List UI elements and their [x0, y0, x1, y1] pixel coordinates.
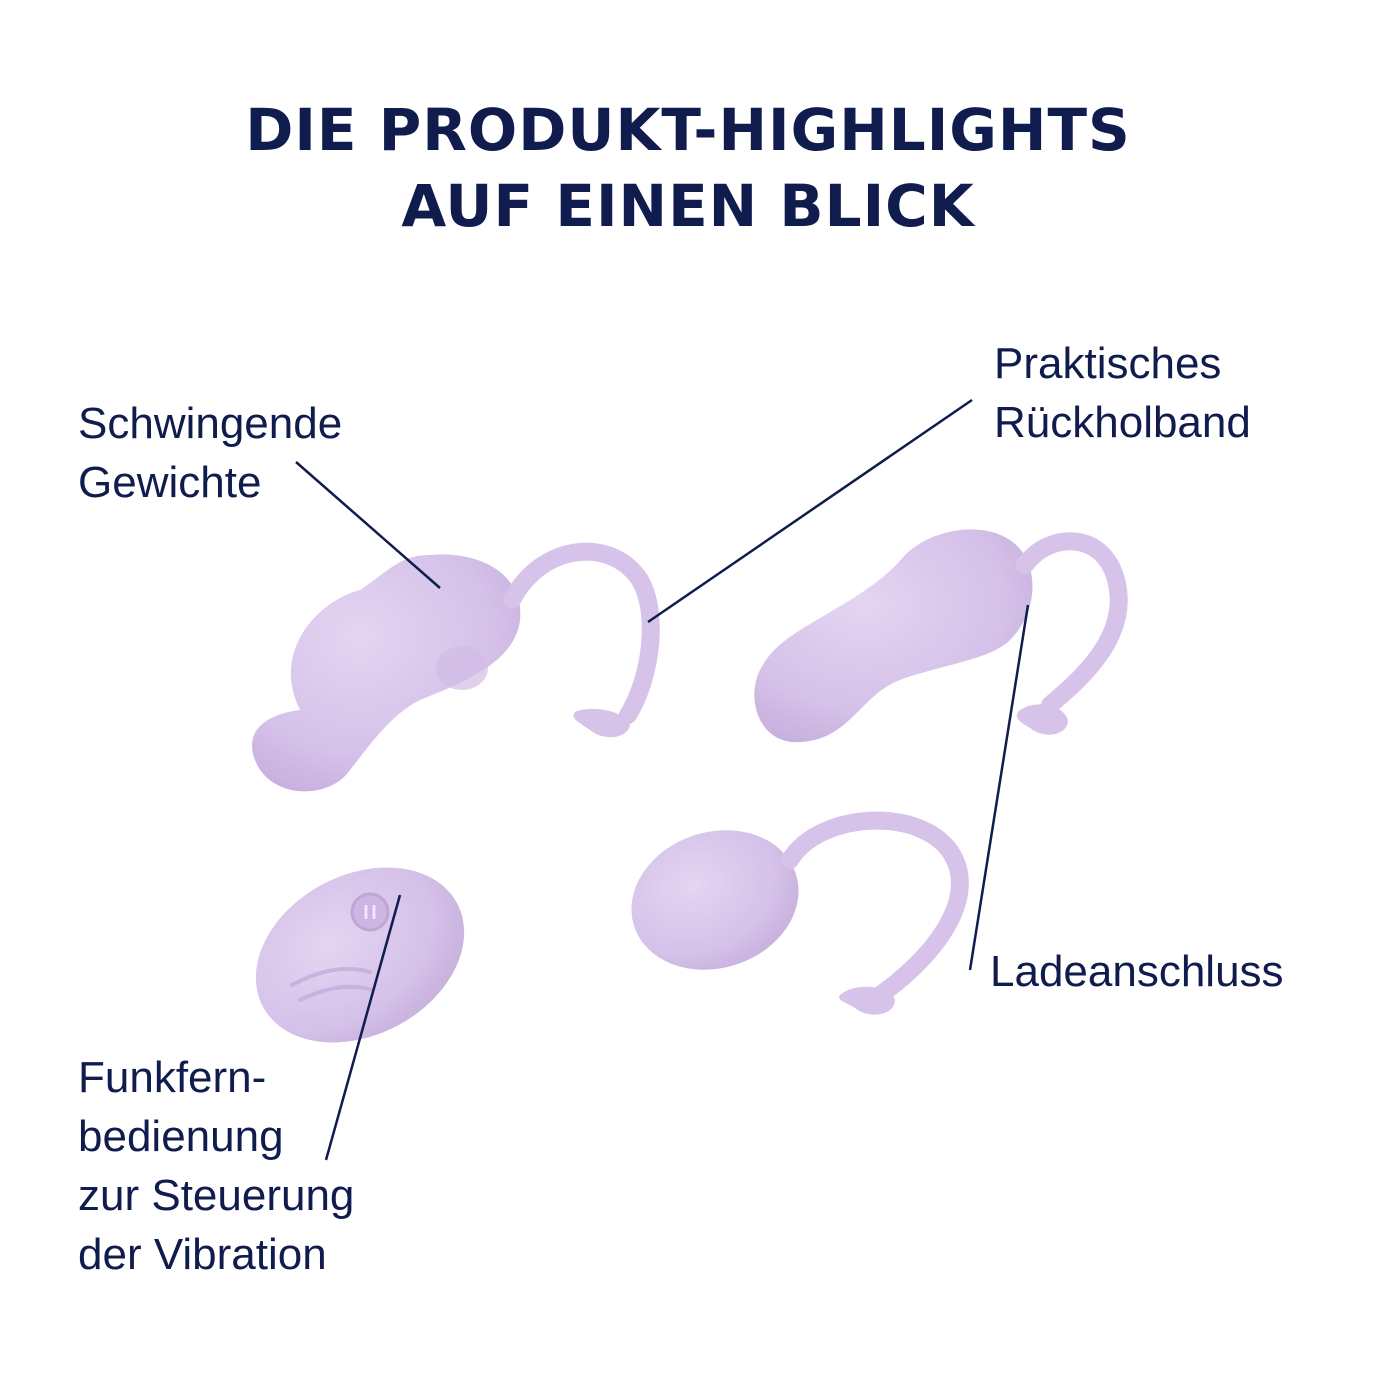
callout-retrieval-band-line-1: Praktisches: [994, 339, 1222, 388]
callout-swinging-weights-line-1: Schwingende: [78, 399, 343, 448]
callout-retrieval-band-line-2: Rückholband: [994, 398, 1251, 447]
power-button-icon: [350, 892, 390, 932]
callout-remote-control-line-2: bedienung: [78, 1112, 284, 1161]
double-kegel-ball-left: [252, 542, 660, 792]
callout-remote-control-line-4: der Vibration: [78, 1230, 327, 1279]
callout-line-charging: [968, 604, 1030, 971]
single-kegel-ball: [631, 811, 969, 1015]
callout-remote-control-line-1: Funkfern-: [78, 1053, 267, 1102]
remote-control: [255, 867, 465, 1043]
callout-line-band: [647, 398, 973, 624]
callout-swinging-weights: Schwingende Gewichte: [78, 394, 342, 512]
callout-retrieval-band: Praktisches Rückholband: [994, 334, 1251, 452]
callout-charging-port: Ladeanschluss: [990, 942, 1284, 1001]
callout-charging-port-line-1: Ladeanschluss: [990, 947, 1284, 996]
callout-remote-control: Funkfern- bedienung zur Steuerung der Vi…: [78, 1048, 354, 1284]
callout-remote-control-line-3: zur Steuerung: [78, 1171, 355, 1220]
page-title-line-2: AUF EINEN BLICK: [401, 172, 975, 240]
callout-line-weights: [295, 461, 441, 589]
page-title-line-1: DIE PRODUKT-HIGHLIGHTS: [245, 96, 1131, 164]
callout-lines: [295, 398, 1030, 1161]
callout-swinging-weights-line-2: Gewichte: [78, 458, 262, 507]
callout-line-remote: [324, 894, 402, 1161]
page-title: DIE PRODUKT-HIGHLIGHTS AUF EINEN BLICK: [0, 92, 1376, 244]
double-kegel-ball-right: [754, 529, 1128, 743]
